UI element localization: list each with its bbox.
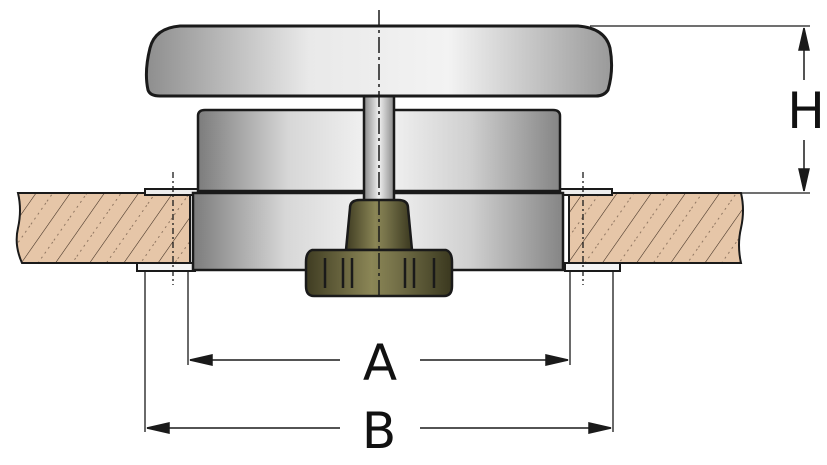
dimension-b-label: B <box>362 402 396 460</box>
knob-ridges <box>323 258 436 288</box>
dimension-a-arrow <box>189 354 569 366</box>
dimension-h-label: H <box>787 82 825 140</box>
lower-flange-right <box>564 262 621 272</box>
dimension-h-arrow <box>798 27 810 192</box>
dimension-h-lines <box>590 25 810 194</box>
dimension-a-label: A <box>363 334 397 392</box>
mushroom-cap <box>144 24 614 98</box>
extension-lines <box>144 172 614 432</box>
deck-left <box>15 192 191 264</box>
lower-flange-left <box>136 262 196 272</box>
deck-right <box>568 192 744 264</box>
dimension-b-arrow <box>146 422 612 434</box>
knob-neck <box>344 198 414 252</box>
